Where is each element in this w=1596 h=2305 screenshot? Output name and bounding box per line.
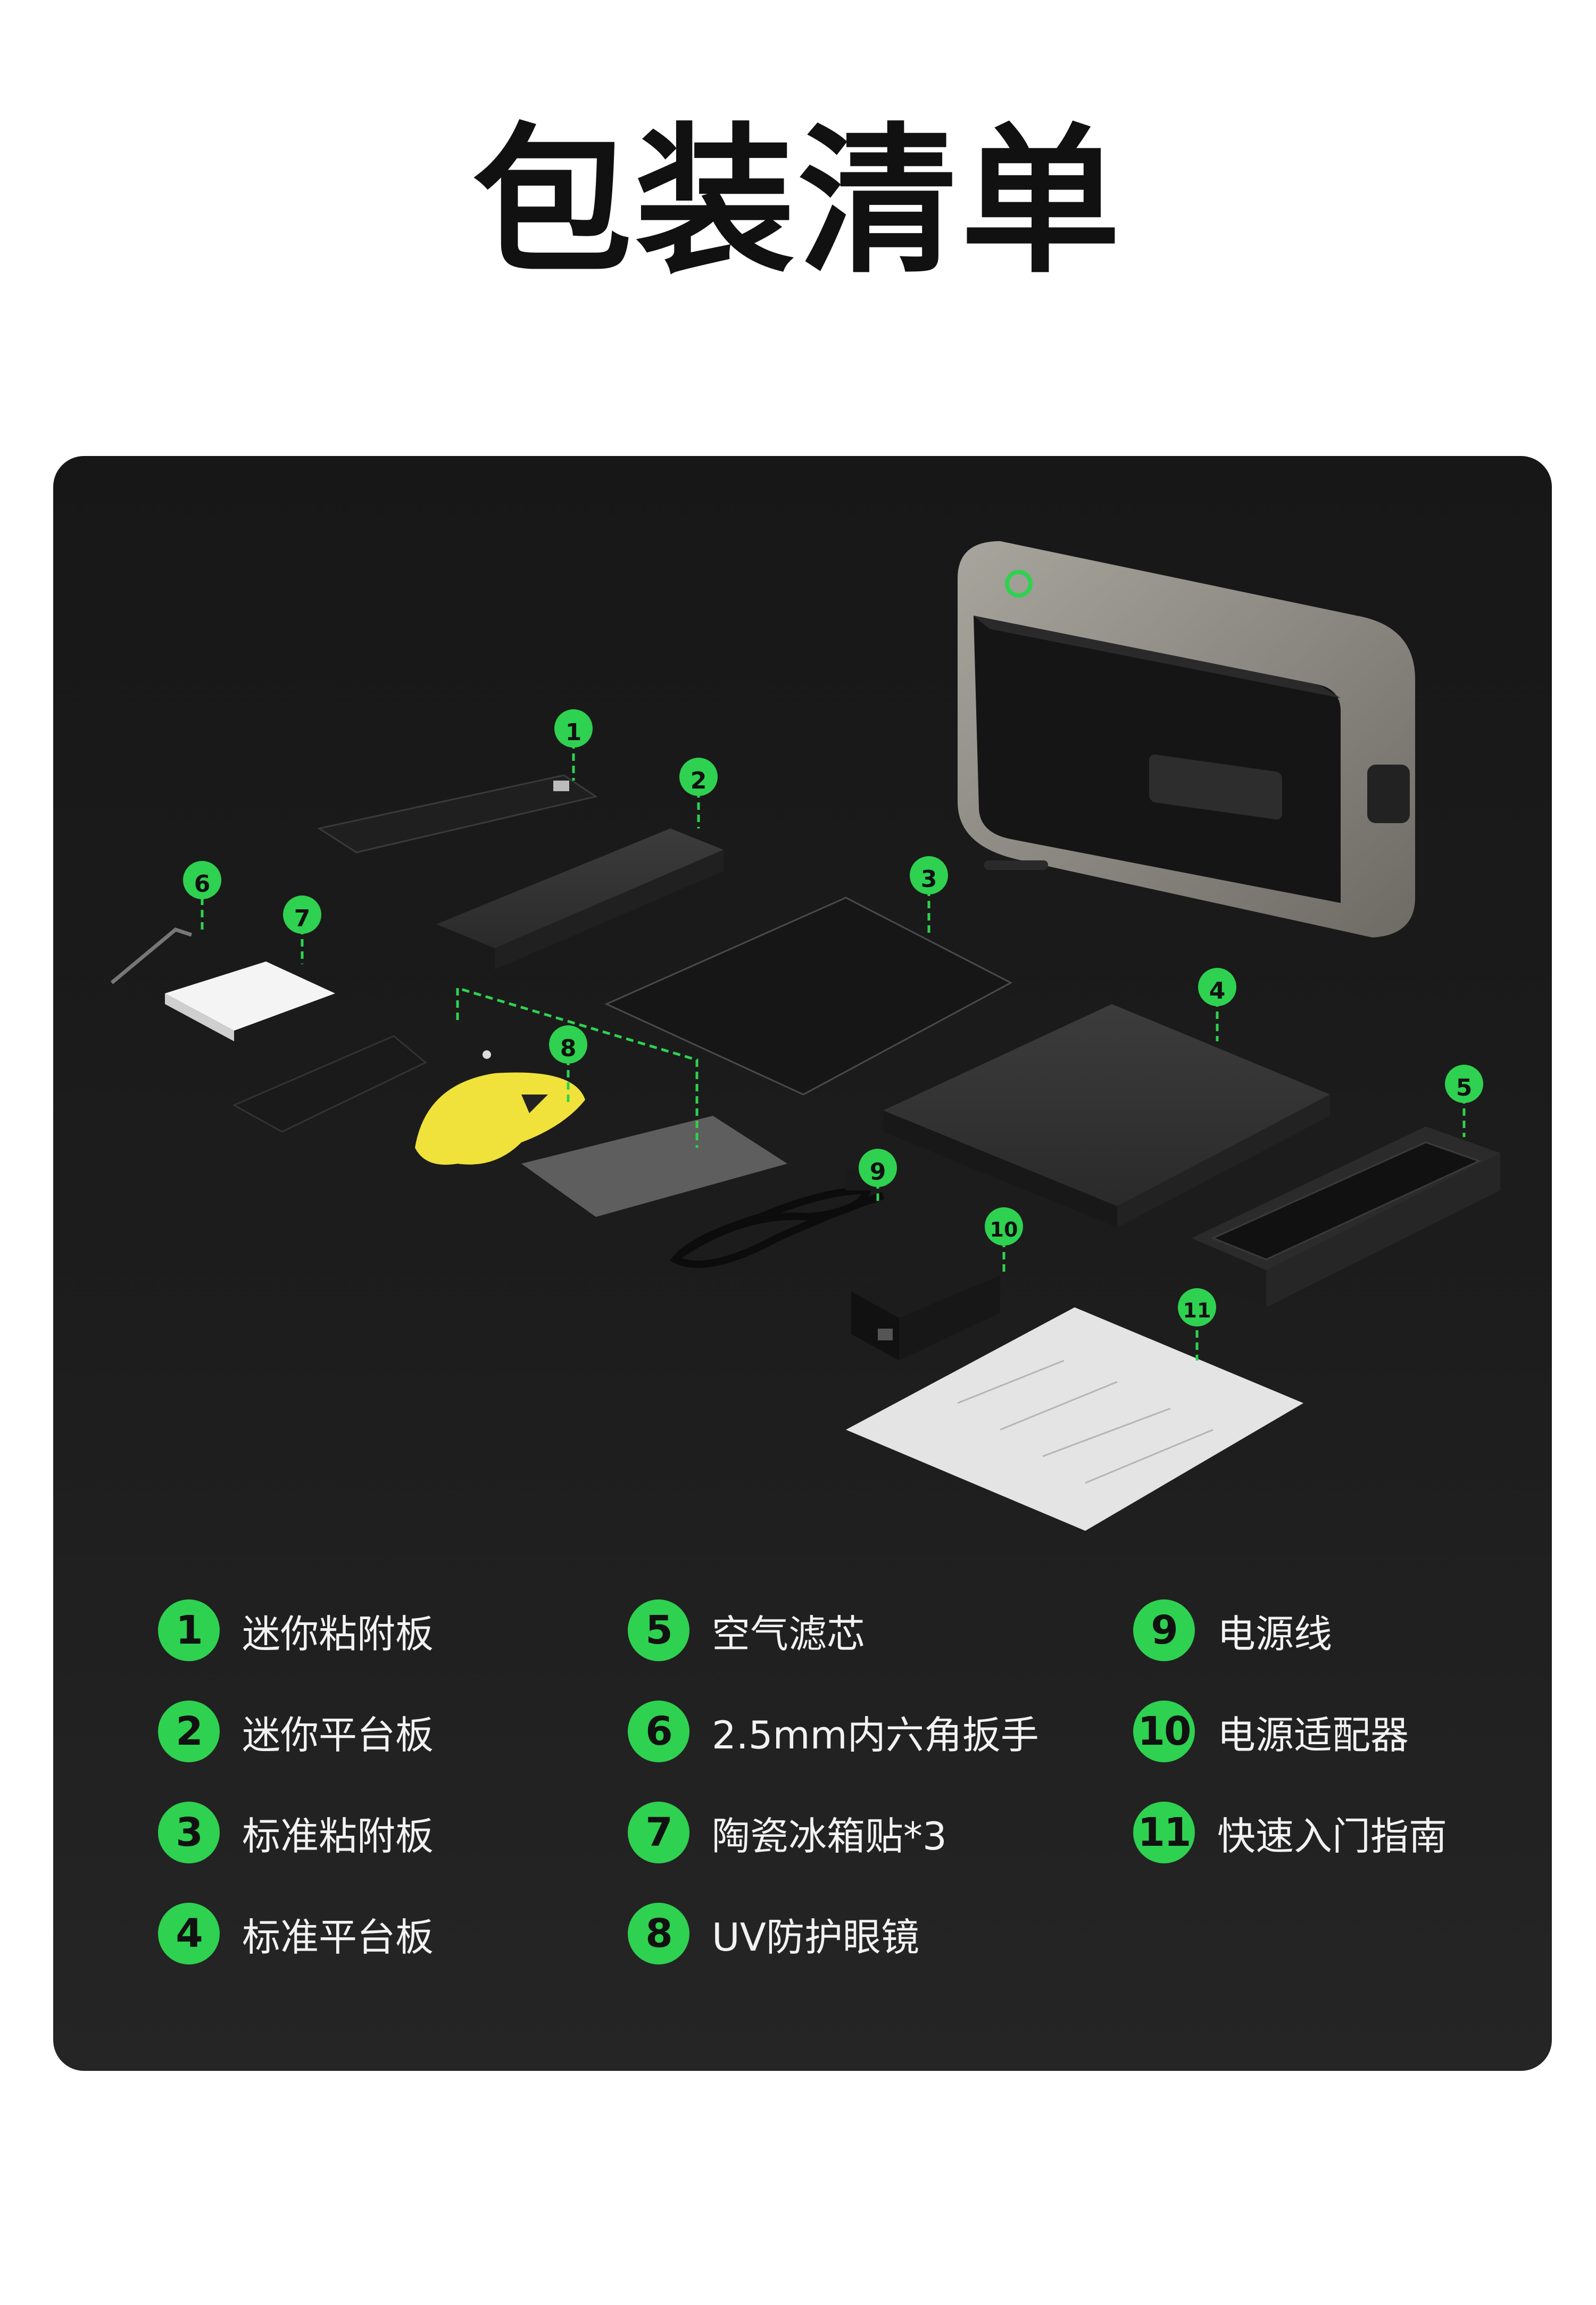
printer-image [958,541,1415,938]
legend-item: 3 标准粘附板 [158,1801,434,1864]
svg-text:9: 9 [870,1158,886,1185]
mini-platform-plate-image [436,828,724,969]
packing-list-panel: 1 2 3 4 5 6 7 8 [53,456,1552,2071]
callout-11: 11 [1178,1288,1216,1326]
item-number-badge: 9 [1133,1599,1195,1661]
air-filter-image [1192,1126,1500,1307]
item-number-badge: 10 [1133,1701,1195,1762]
item-label: 迷你平台板 [242,1712,434,1757]
svg-text:4: 4 [1209,977,1226,1005]
item-number-badge: 5 [628,1599,689,1661]
legend-item: 9 电源线 [1133,1598,1332,1662]
legend-item: 4 标准平台板 [158,1902,434,1966]
legend-item: 10 电源适配器 [1133,1699,1409,1763]
legend-item: 11 快速入门指南 [1133,1801,1447,1864]
item-number-badge: 4 [158,1903,220,1964]
svg-text:10: 10 [990,1218,1018,1241]
item-label: 电源适配器 [1217,1712,1409,1757]
uv-glasses-image [232,1035,787,1217]
standard-platform-plate-image [883,1004,1330,1228]
item-number-badge: 3 [158,1802,220,1863]
item-number-badge: 11 [1133,1802,1195,1863]
callout-2: 2 [679,758,718,796]
item-label: 2.5mm内六角扳手 [712,1712,1039,1757]
hex-wrench-image [110,927,193,984]
item-number-badge: 2 [158,1701,220,1762]
svg-text:5: 5 [1456,1074,1473,1101]
svg-text:6: 6 [194,870,211,898]
callout-1: 1 [554,709,593,748]
item-label: 陶瓷冰箱贴*3 [712,1813,947,1859]
item-number-badge: 8 [628,1903,689,1964]
item-number-badge: 1 [158,1599,220,1661]
item-label: UV防护眼镜 [712,1914,919,1960]
power-adapter-image [851,1254,1000,1361]
item-label: 快速入门指南 [1217,1813,1448,1859]
legend-item: 6 2.5mm内六角扳手 [628,1699,1039,1763]
svg-text:8: 8 [560,1035,577,1062]
svg-text:1: 1 [566,719,582,746]
callout-6: 6 [183,861,221,899]
svg-text:11: 11 [1183,1299,1211,1322]
standard-adhesive-sheet-image [604,897,1013,1096]
quick-start-guide-image [846,1307,1303,1531]
callout-5: 5 [1445,1065,1483,1103]
legend-item: 1 迷你粘附板 [158,1598,434,1662]
callout-4: 4 [1198,968,1236,1006]
legend-item: 5 空气滤芯 [628,1598,865,1662]
callout-10: 10 [985,1207,1023,1246]
item-number-badge: 6 [628,1701,689,1762]
callout-7: 7 [283,896,321,934]
svg-text:3: 3 [921,866,937,893]
callout-3: 3 [910,856,948,894]
svg-text:2: 2 [691,767,707,794]
legend-item: 2 迷你平台板 [158,1699,434,1763]
callout-9: 9 [859,1149,897,1187]
item-label: 迷你粘附板 [242,1611,434,1656]
ceramic-magnet-image [165,961,335,1041]
item-label: 标准粘附板 [242,1813,434,1859]
item-label: 标准平台板 [242,1914,434,1960]
mini-adhesive-sheet-image [317,774,598,853]
callout-8: 8 [549,1025,587,1064]
item-number-badge: 7 [628,1802,689,1863]
page-title: 包装清单 [472,109,1124,295]
svg-text:7: 7 [294,905,311,932]
item-label: 空气滤芯 [712,1611,866,1656]
legend-item: 7 陶瓷冰箱贴*3 [628,1801,947,1864]
legend-item: 8 UV防护眼镜 [628,1902,919,1966]
product-illustration: 1 2 3 4 5 6 7 8 [110,541,1500,1531]
item-label: 电源线 [1217,1611,1333,1656]
item-legend: 1 迷你粘附板 2 迷你平台板 3 标准粘附板 4 标准平台板 5 空气滤芯 6… [53,456,1552,2071]
